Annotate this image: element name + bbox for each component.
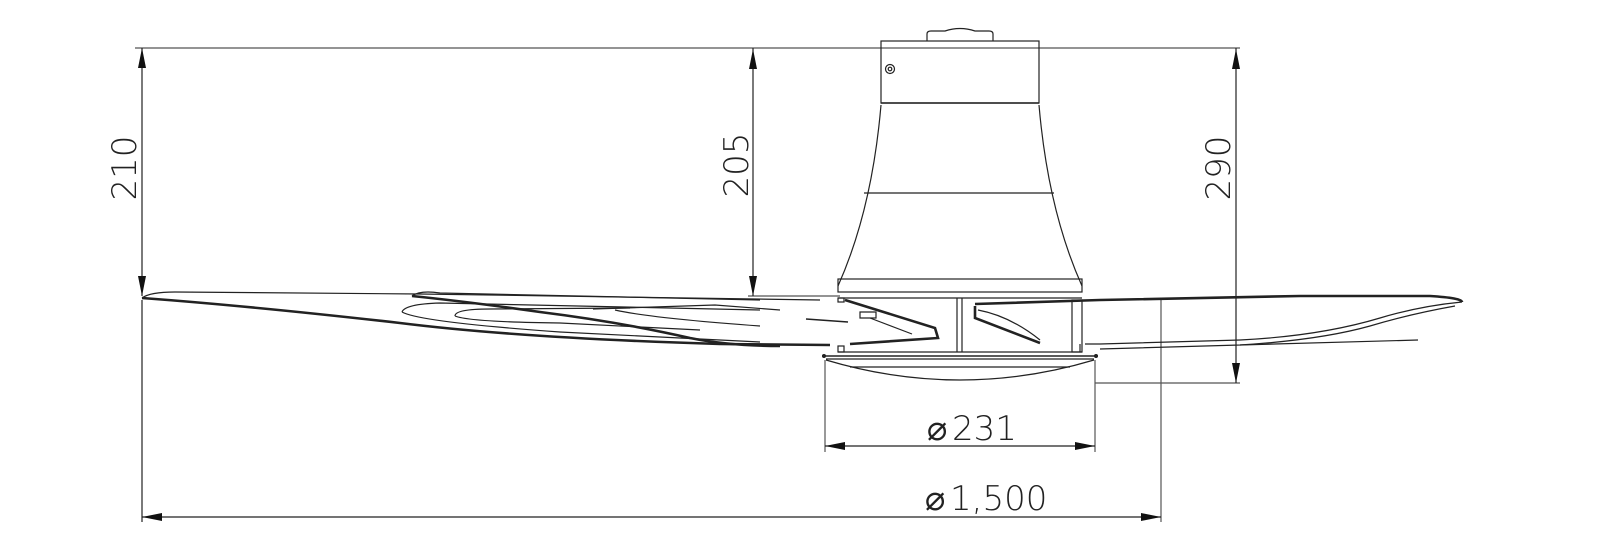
dimension-label-231: 231 xyxy=(952,409,1017,449)
brand-mark xyxy=(805,318,849,323)
dimension-label-210: 210 xyxy=(105,136,145,201)
dimension-290: 290 xyxy=(1199,48,1240,383)
fan-canopy xyxy=(837,27,1083,293)
screw-icon xyxy=(884,63,896,75)
fan-blade-left xyxy=(141,291,940,348)
diameter-symbol-231: ⌀ xyxy=(926,409,947,449)
fan-blade-right xyxy=(973,294,1464,352)
dimension-210: 210 xyxy=(105,48,146,296)
dimension-diameter-1500: ⌀ 1,500 xyxy=(142,479,1161,521)
fan-hub xyxy=(837,297,1083,353)
dimension-label-290: 290 xyxy=(1199,136,1239,201)
fan-light-dome xyxy=(822,354,1098,381)
dimension-205: 205 xyxy=(717,48,757,296)
diameter-symbol-1500: ⌀ xyxy=(924,479,945,519)
dimension-diameter-231: ⌀ 231 xyxy=(825,409,1095,450)
extension-lines xyxy=(135,47,1240,522)
dimension-label-205: 205 xyxy=(717,133,757,198)
dimension-label-1500: 1,500 xyxy=(950,479,1047,519)
